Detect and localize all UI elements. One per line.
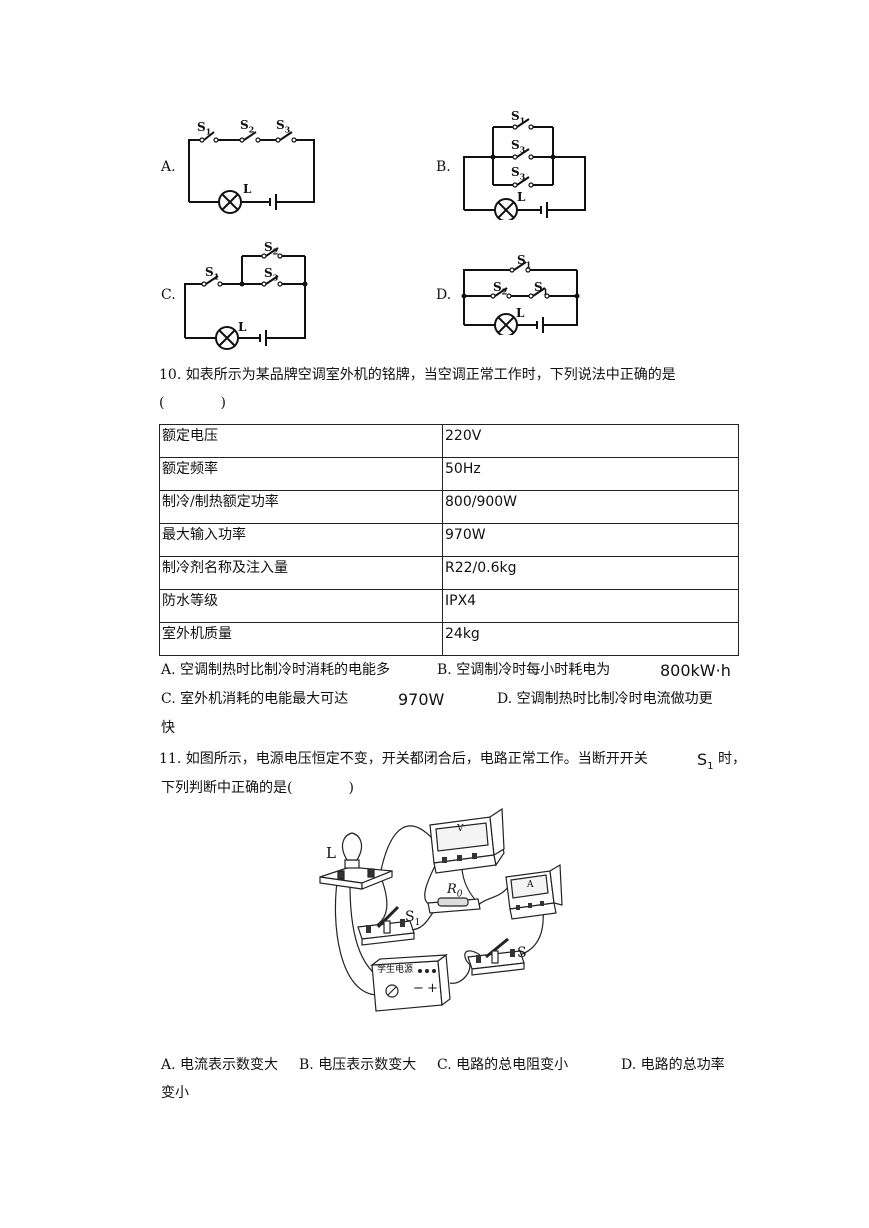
- circuit-c-s1-label: S1: [205, 265, 220, 282]
- circuit-a-s3-label: S3: [276, 118, 291, 135]
- circuit-diagram-d: [461, 261, 580, 335]
- q10-option-d-cont: 快: [161, 720, 175, 736]
- figure-minus-label: −: [413, 981, 424, 996]
- circuit-diagram-b: [463, 118, 586, 220]
- q10-option-b: B. 空调制冷时每小时耗电为: [437, 662, 611, 678]
- circuit-a-s2-label: S2: [240, 118, 255, 135]
- q11-stem-line1: 11. 如图所示，电源电压恒定不变，开关都闭合后，电路正常工作。当断开开关: [159, 751, 648, 767]
- circuit-diagram-c: [184, 247, 308, 350]
- circuit-a-s1-label: S1: [197, 120, 212, 137]
- q11-stem-switch: S1: [697, 750, 714, 773]
- table-cell: 制冷/制热额定功率: [159, 490, 443, 524]
- q10-stem-line1: 10. 如表所示为某品牌空调室外机的铭牌，当空调正常工作时，下列说法中正确的是: [159, 367, 676, 383]
- q10-option-b-value: 800kW·h: [660, 661, 731, 680]
- table-cell: 室外机质量: [159, 622, 443, 656]
- table-cell: 24kg: [442, 622, 739, 656]
- table-cell: 防水等级: [159, 589, 443, 623]
- q10-option-d: D. 空调制热时比制冷时电流做功更: [497, 691, 713, 707]
- table-cell: 970W: [442, 523, 739, 557]
- figure-switch-label: S: [517, 945, 527, 961]
- table-cell: 额定频率: [159, 457, 443, 491]
- circuit-d-s1-label: S1: [517, 253, 532, 270]
- option-b-label: B.: [436, 159, 451, 175]
- circuit-a-lamp-label: L: [243, 182, 252, 196]
- table-cell: 800/900W: [442, 490, 739, 524]
- table-cell: 220V: [442, 424, 739, 458]
- figure-plus-label: +: [427, 981, 438, 996]
- q11-option-c: C. 电路的总电阻变小: [437, 1057, 569, 1073]
- q10-option-c-value: 970W: [398, 690, 445, 709]
- table-cell: 50Hz: [442, 457, 739, 491]
- figure-power-supply-label: 学生电源: [377, 965, 414, 975]
- figure-ammeter-label: A: [527, 880, 534, 890]
- circuit-c-s3-label: S3: [264, 266, 279, 283]
- circuit-d-lamp-label: L: [516, 306, 525, 320]
- table-cell: 额定电压: [159, 424, 443, 458]
- option-c-label: C.: [161, 287, 176, 303]
- table-cell: R22/0.6kg: [442, 556, 739, 590]
- circuit-diagram-a: [188, 131, 315, 214]
- q11-option-b: B. 电压表示数变大: [299, 1057, 417, 1073]
- q10-option-a: A. 空调制热时比制冷时消耗的电能多: [161, 662, 391, 678]
- q10-option-c: C. 室外机消耗的电能最大可达: [161, 691, 349, 707]
- circuit-c-lamp-label: L: [238, 320, 247, 334]
- table-cell: 制冷剂名称及注入量: [159, 556, 443, 590]
- table-cell: IPX4: [442, 589, 739, 623]
- table-cell: 最大输入功率: [159, 523, 443, 557]
- physical-circuit-figure: [319, 807, 563, 1012]
- circuit-d-s2-label: S2: [493, 280, 508, 297]
- q11-stem-line2: 下列判断中正确的是( ): [161, 780, 354, 796]
- figure-voltmeter-label: V: [457, 824, 464, 834]
- q11-stem-line1-end: 时，: [718, 751, 746, 767]
- figure-resistor-label: R0: [447, 882, 463, 900]
- circuit-b-s3-label: S3: [511, 165, 526, 182]
- q10-stem-line2: ( ): [159, 395, 226, 411]
- circuit-d-s1b-label: S1: [534, 280, 549, 297]
- q11-option-a: A. 电流表示数变大: [161, 1057, 279, 1073]
- circuit-b-s2-label: S3: [511, 138, 526, 155]
- option-d-label: D.: [436, 287, 452, 303]
- circuit-c-s2-label: S2: [264, 240, 279, 257]
- q11-option-d: D. 电路的总功率: [621, 1057, 725, 1073]
- circuit-b-s1-label: S1: [511, 109, 526, 126]
- figure-lamp-label: L: [326, 844, 336, 862]
- option-a-label: A.: [161, 159, 176, 175]
- figure-switch1-label: S1: [405, 909, 421, 928]
- circuit-b-lamp-label: L: [517, 190, 526, 204]
- q11-option-d-cont: 变小: [161, 1085, 189, 1101]
